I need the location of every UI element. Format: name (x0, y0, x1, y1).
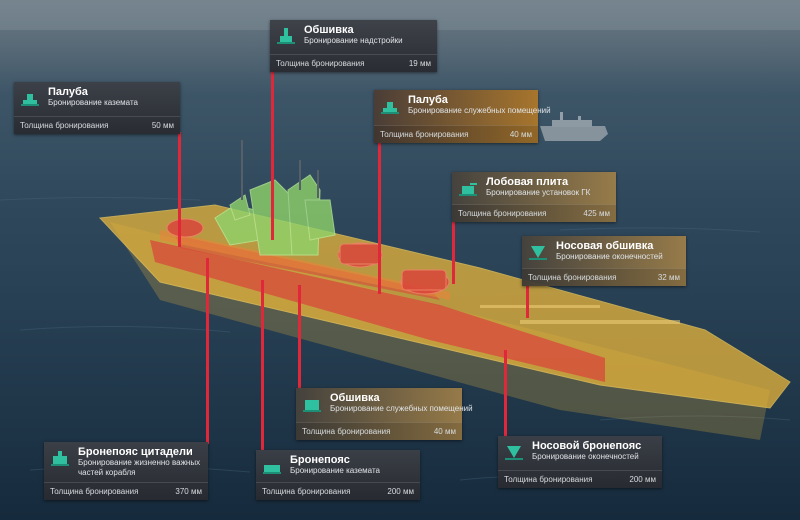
armor-turret-icon (459, 183, 477, 196)
thickness-label: Толщина бронирования (262, 487, 351, 496)
thickness-value: 19 мм (408, 59, 431, 68)
thickness-value: 425 мм (583, 209, 610, 218)
armor-bow-icon (505, 446, 523, 460)
armor-citadel-icon (51, 451, 69, 466)
thickness-value: 370 мм (175, 487, 202, 496)
card-subtitle: Бронирование жизненно важных частей кора… (78, 458, 201, 477)
thickness-label: Толщина бронирования (20, 121, 109, 130)
leader-line (271, 70, 274, 240)
card-title: Обшивка (330, 392, 380, 404)
card-title: Носовой бронепояс (532, 440, 642, 452)
armor-deck-icon (21, 94, 39, 106)
armor-card-bow-belt[interactable]: Носовой бронепояс Бронирование оконечнос… (498, 436, 662, 488)
card-subtitle: Бронирование каземата (48, 98, 138, 107)
thickness-value: 40 мм (433, 427, 456, 436)
armor-card-belt-casemate[interactable]: Бронепояс Бронирование каземата Толщина … (256, 450, 420, 500)
thickness-value: 50 мм (151, 121, 174, 130)
card-title: Палуба (408, 94, 448, 106)
armor-card-plating-service[interactable]: Обшивка Бронирование служебных помещений… (296, 388, 473, 440)
armor-plating-icon (303, 400, 321, 412)
thickness-value: 40 мм (509, 130, 532, 139)
thickness-label: Толщина бронирования (50, 487, 139, 496)
distant-ship (540, 112, 608, 141)
leader-line (378, 142, 381, 294)
card-subtitle: Бронирование служебных помещений (330, 404, 473, 413)
leader-line (206, 258, 209, 444)
armor-bow-icon (529, 246, 547, 260)
armor-superstructure-icon (277, 28, 295, 44)
leader-line (504, 350, 507, 438)
leader-line (261, 280, 264, 450)
thickness-label: Толщина бронирования (380, 130, 469, 139)
thickness-label: Толщина бронирования (528, 273, 617, 282)
card-subtitle: Бронирование оконечностей (556, 252, 663, 261)
card-subtitle: Бронирование каземата (290, 466, 380, 475)
leader-line (178, 132, 181, 247)
armor-card-face-plate[interactable]: Лобовая плита Бронирование установок ГК … (452, 172, 616, 222)
card-subtitle: Бронирование оконечностей (532, 452, 639, 461)
leader-line (298, 285, 301, 389)
thickness-value: 32 мм (657, 273, 680, 282)
thickness-label: Толщина бронирования (302, 427, 391, 436)
thickness-value: 200 мм (629, 475, 656, 484)
leader-line (526, 286, 529, 318)
armor-card-plating-superstructure[interactable]: Обшивка Бронирование надстройки Толщина … (270, 20, 437, 72)
armor-belt-icon (263, 465, 281, 474)
card-title: Бронепояс цитадели (78, 446, 193, 458)
armor-card-deck-service[interactable]: Палуба Бронирование служебных помещений … (374, 90, 551, 143)
card-subtitle: Бронирование установок ГК (486, 188, 591, 197)
armor-card-bow-plating[interactable]: Носовая обшивка Бронирование оконечносте… (522, 236, 686, 286)
armor-deck-icon (381, 102, 399, 114)
card-subtitle: Бронирование надстройки (304, 36, 403, 45)
thickness-label: Толщина бронирования (458, 209, 547, 218)
card-title: Бронепояс (290, 454, 350, 466)
card-title: Обшивка (304, 24, 354, 36)
thickness-label: Толщина бронирования (276, 59, 365, 68)
card-title: Палуба (48, 86, 88, 98)
card-title: Лобовая плита (486, 176, 569, 188)
armor-card-citadel-belt[interactable]: Бронепояс цитадели Бронирование жизненно… (44, 442, 208, 500)
armor-card-deck-casemate[interactable]: Палуба Бронирование каземата Толщина бро… (14, 82, 180, 134)
leader-line (452, 222, 455, 284)
card-subtitle: Бронирование служебных помещений (408, 106, 551, 115)
card-title: Носовая обшивка (556, 240, 654, 252)
thickness-label: Толщина бронирования (504, 475, 593, 484)
thickness-value: 200 мм (387, 487, 414, 496)
